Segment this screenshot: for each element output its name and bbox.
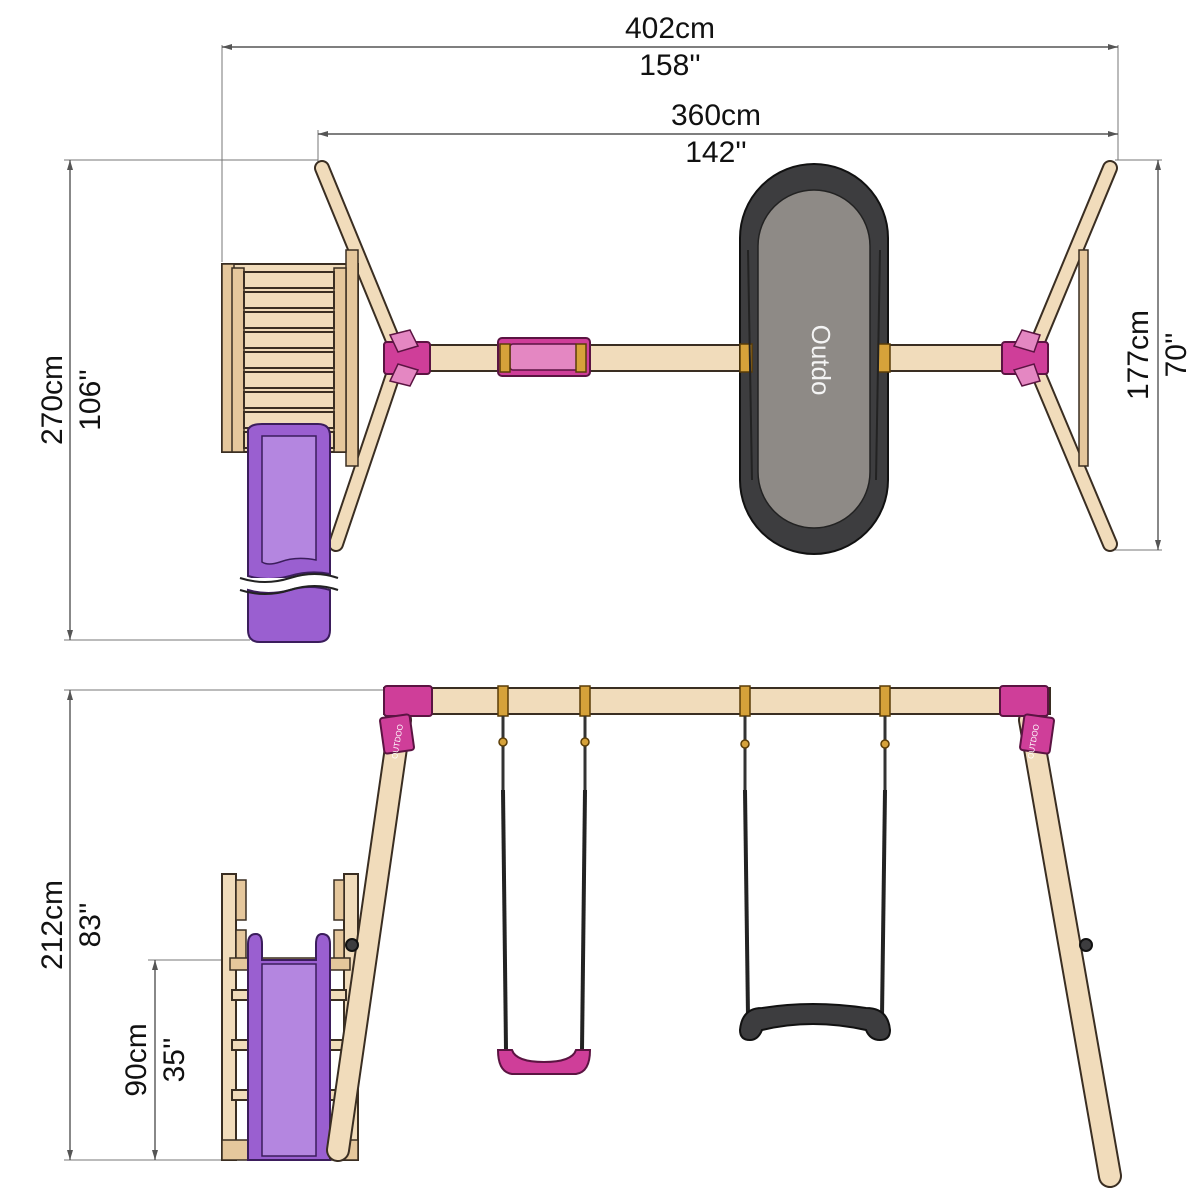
side-view: 212cm 83'' 90cm 35'' xyxy=(36,685,1122,1188)
slide-top xyxy=(239,423,339,643)
frame-depth-dimension: 177cm 70'' xyxy=(1115,159,1193,551)
right-a-frame-top xyxy=(1028,160,1118,552)
top-view: 402cm 158'' 360cm 142'' 270cm 106'' xyxy=(36,12,1193,643)
frame-depth-in: 70'' xyxy=(1160,333,1193,378)
nest-swing-logo: Outdo xyxy=(806,325,836,396)
platform-height-dimension: 90cm 35'' xyxy=(120,959,238,1160)
height-cm: 212cm xyxy=(36,880,69,970)
platform-deck-boards xyxy=(243,271,335,449)
left-a-frame-top xyxy=(314,160,404,552)
beam-side: OUTDOO OUTDOO xyxy=(379,685,1055,760)
right-leg-side xyxy=(1018,708,1122,1188)
overall-length-in: 158'' xyxy=(639,49,701,82)
nest-swing-side xyxy=(738,716,892,1042)
frame-length-dimension: 360cm 142'' xyxy=(317,99,1118,169)
frame-length-cm: 360cm xyxy=(671,99,761,132)
overall-depth-cm: 270cm xyxy=(36,355,69,445)
pink-swing-side xyxy=(496,716,592,1075)
slide-side xyxy=(247,932,331,1161)
platform-height-cm: 90cm xyxy=(120,1023,153,1096)
frame-depth-cm: 177cm xyxy=(1122,310,1155,400)
overall-depth-in: 106'' xyxy=(74,369,107,431)
overall-length-cm: 402cm xyxy=(625,12,715,45)
overall-length-dimension: 402cm 158'' xyxy=(221,12,1119,262)
height-in: 83'' xyxy=(74,903,107,948)
height-dimension: 212cm 83'' xyxy=(36,689,386,1161)
overall-depth-dimension: 270cm 106'' xyxy=(36,159,318,641)
nest-swing-top: Outdo xyxy=(739,163,891,555)
pink-swing-seat-top xyxy=(497,337,591,377)
frame-length-in: 142'' xyxy=(685,136,747,169)
platform-height-in: 35'' xyxy=(158,1038,191,1083)
beam-top xyxy=(383,329,1049,387)
left-leg-side xyxy=(326,708,412,1162)
